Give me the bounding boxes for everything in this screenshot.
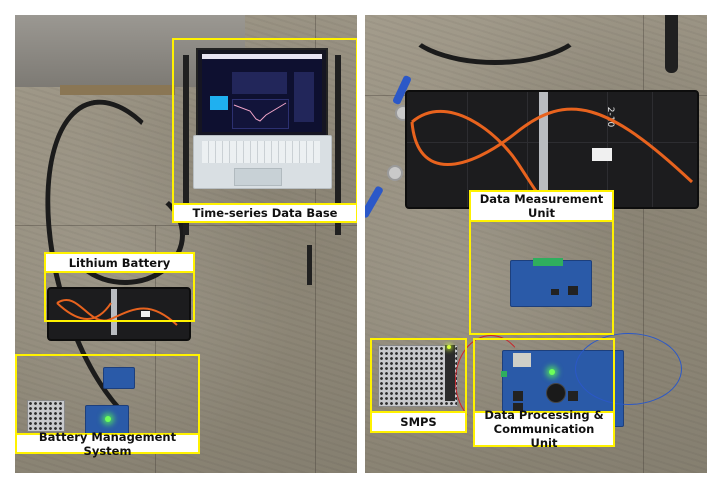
coin-cell	[546, 383, 566, 403]
chair-leg	[307, 245, 312, 285]
smps-unit	[27, 400, 65, 432]
photo-panel-overall-setup: Time-series Data Base Lithium Battery Ba…	[15, 15, 357, 473]
measurement-board	[103, 367, 135, 389]
label-data-processing-communication-unit: Data Processing & Communication Unit	[473, 408, 615, 450]
chair-leg	[183, 55, 189, 235]
status-led	[549, 369, 555, 375]
battery-label-sticker	[592, 148, 612, 161]
label-time-series-database: Time-series Data Base	[172, 203, 357, 223]
orange-sense-wire	[56, 299, 178, 326]
power-cable-loop	[65, 185, 185, 285]
bus-bar	[539, 92, 548, 192]
blue-wire	[575, 333, 682, 405]
processing-board	[85, 405, 129, 437]
smps-power-led	[447, 345, 451, 349]
database-dashboard	[202, 54, 322, 132]
chair-leg	[335, 55, 341, 235]
red-wire	[455, 335, 527, 427]
label-data-measurement-unit: Data Measurement Unit	[469, 190, 614, 222]
label-smps: SMPS	[370, 411, 467, 433]
smps-terminal-strip	[445, 345, 455, 401]
callout-box-database	[172, 38, 357, 220]
smps-unit	[378, 345, 458, 407]
label-battery-management-system: Battery Management System	[15, 430, 200, 458]
chair-leg	[665, 15, 678, 73]
photo-panel-bms-closeup: 2-10 Data Measurement Unit SMPS Data Pro…	[365, 15, 707, 473]
measurement-board	[510, 258, 592, 307]
laptop-keyboard-deck	[193, 135, 332, 189]
voltage-curve	[233, 102, 287, 122]
power-cable	[400, 15, 590, 65]
lithium-battery-module: 2-10	[405, 90, 699, 209]
lithium-battery-module	[47, 287, 191, 341]
cabinet-rail	[60, 85, 175, 95]
terminal-block	[533, 258, 563, 266]
terminal-bolt	[387, 165, 403, 181]
label-lithium-battery: Lithium Battery	[44, 252, 195, 273]
